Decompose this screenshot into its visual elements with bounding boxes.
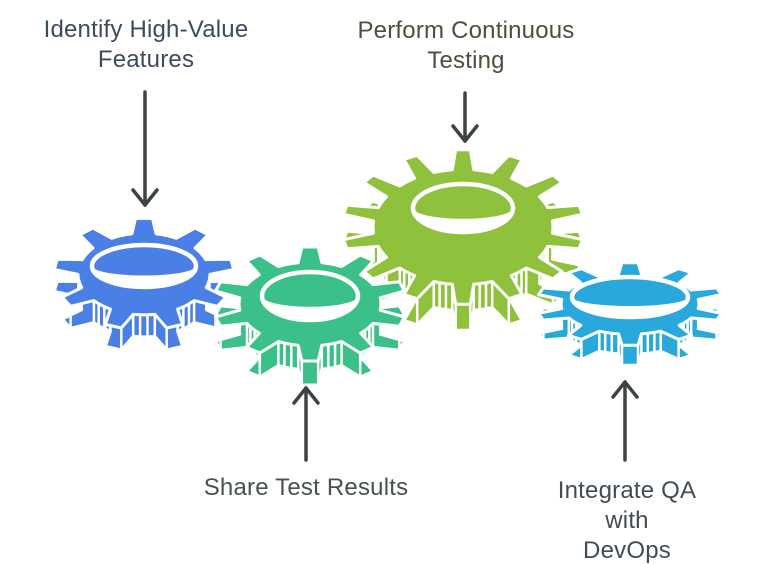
gear-hub-ring <box>259 269 361 323</box>
gear-hub-shading <box>413 208 513 232</box>
label-perform-continuous-testing: Perform Continuous Testing <box>357 17 575 74</box>
gear-face <box>214 245 406 363</box>
gear-hub-ring <box>410 181 516 235</box>
arrow-integrate <box>611 380 639 462</box>
gear-hub-shading <box>262 296 358 320</box>
arrow-identify <box>131 90 159 207</box>
arrow-share <box>292 386 320 462</box>
label-identify-high-value-features: Identify High-Value Features <box>43 16 249 73</box>
arrowhead-icon <box>451 124 479 143</box>
gear-hub-shading <box>572 297 688 317</box>
gear-hub-ring <box>89 242 199 290</box>
gear-hub-shading <box>92 266 196 287</box>
arrowhead-icon <box>131 188 159 207</box>
gear-face <box>52 216 236 330</box>
arrowhead-icon <box>292 386 320 405</box>
gear-integrate-qa-with-devops <box>537 261 723 367</box>
gear-share-test-results <box>214 245 406 387</box>
label-integrate-qa-with-devops: Integrate QA with DevOps <box>557 477 697 564</box>
gear-hub-ring <box>569 274 691 320</box>
gear-identify-high-value-features <box>52 216 236 352</box>
label-share-test-results: Share Test Results <box>203 474 409 501</box>
arrow-perform <box>451 91 479 143</box>
arrowhead-icon <box>611 380 639 399</box>
